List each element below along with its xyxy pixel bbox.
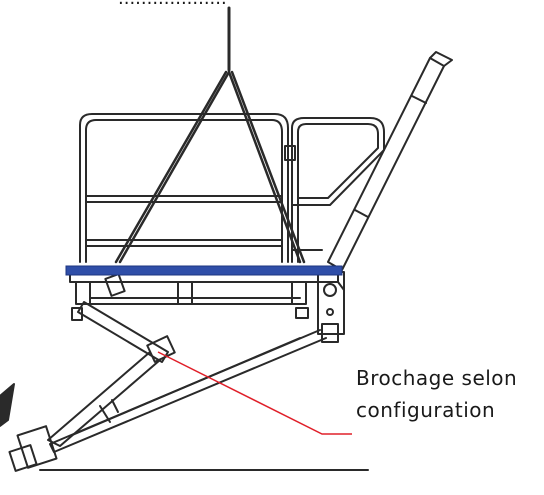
platform-deck-highlight	[65, 265, 343, 276]
callout-text-line-1: Brochage selon	[356, 366, 518, 390]
callout-text-line-2: configuration	[356, 398, 496, 422]
adjacent-structure	[0, 383, 15, 427]
lift-legs	[8, 301, 327, 472]
top-caption-fragment: ...................	[118, 0, 227, 9]
callout-leader-line	[157, 351, 352, 435]
guard-railing	[79, 113, 385, 263]
swing-arm	[327, 51, 453, 271]
lifting-slings	[114, 70, 306, 264]
